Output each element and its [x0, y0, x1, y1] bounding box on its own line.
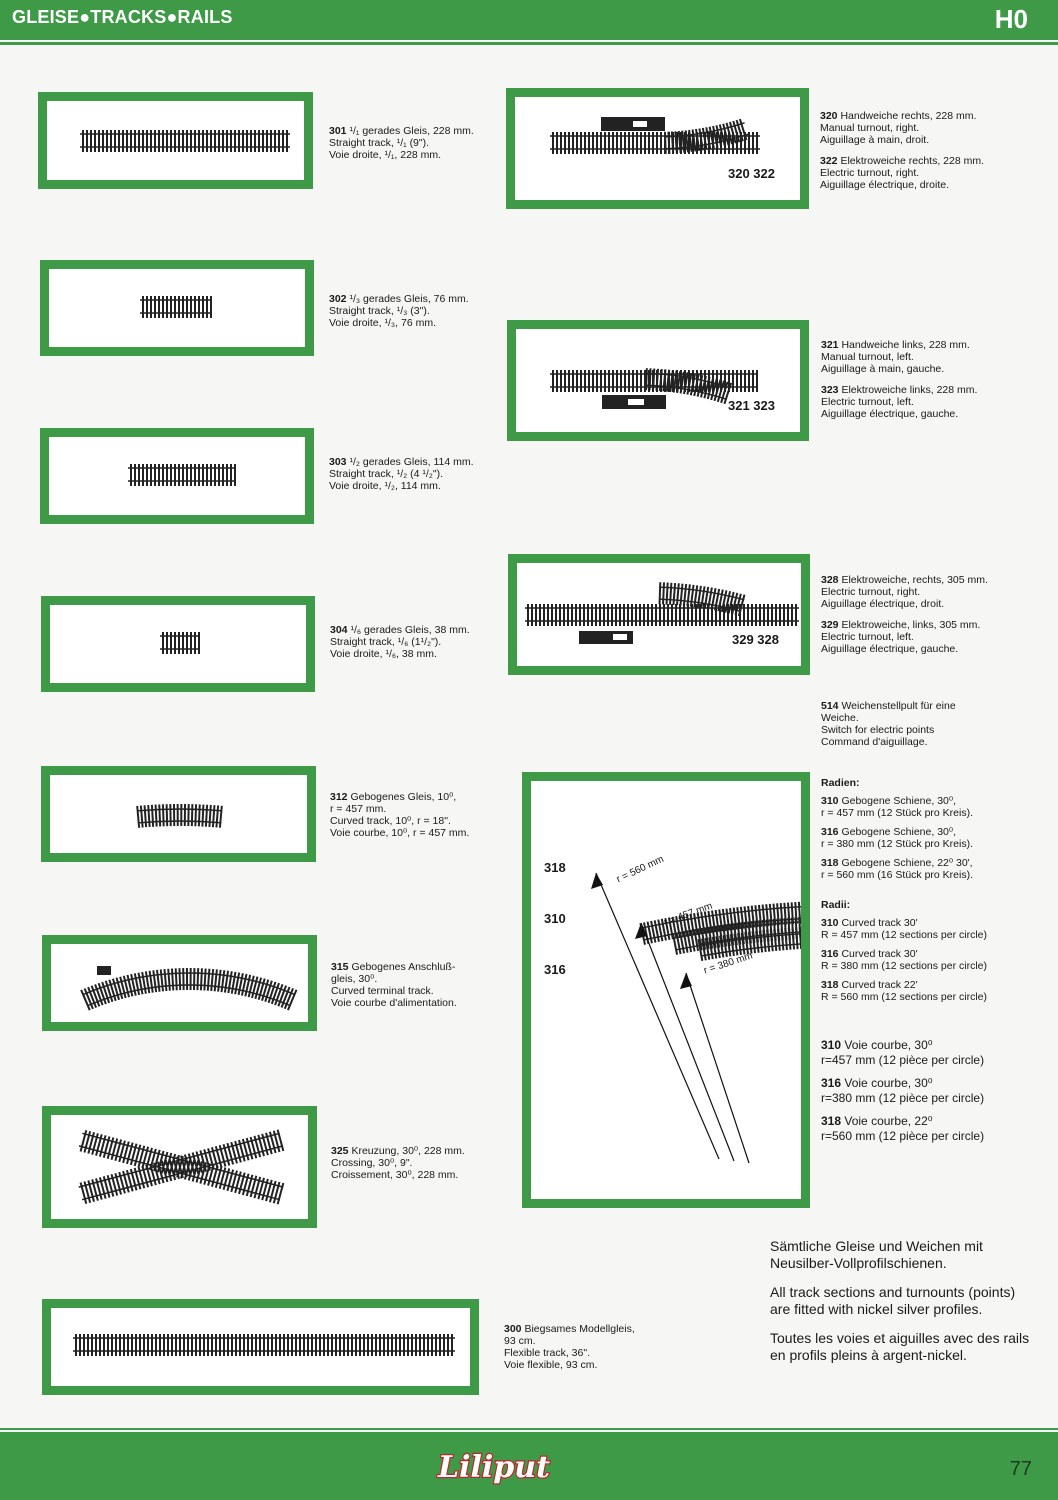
track-box-303 — [40, 428, 314, 524]
header-title: GLEISE●TRACKS●RAILS — [12, 7, 233, 27]
crossing-track-icon — [78, 1129, 285, 1205]
turnout-right-icon — [550, 117, 760, 154]
item-300-text: 300 Biegsames Modellgleis, 93 cm.Flexibl… — [504, 1323, 635, 1371]
curved-track-icon — [136, 803, 223, 828]
item-312-text: 312 Gebogenes Gleis, 10⁰, r = 457 mm.Cur… — [330, 791, 470, 839]
straight-track-icon — [128, 464, 236, 486]
turnout-box-329-328: 329 328 — [508, 554, 810, 675]
turnout-box-320-322: 320 322 — [506, 88, 809, 209]
item-315-text: 315 Gebogenes Anschluß- gleis, 30⁰.Curve… — [331, 961, 457, 1009]
track-box-300 — [42, 1299, 479, 1395]
liliput-logo: Liliput — [436, 1449, 551, 1486]
switch-514-text: 514 Weichenstellpult für eine Weiche.Swi… — [821, 700, 956, 748]
track-box-302 — [40, 260, 314, 356]
svg-text:Liliput: Liliput — [437, 1450, 550, 1485]
item-325-text: 325 Kreuzung, 30⁰, 228 mm. Crossing, 30⁰… — [331, 1145, 465, 1181]
note-german: Sämtliche Gleise und Weichen mit Neusilb… — [770, 1238, 983, 1271]
straight-track-icon — [80, 130, 290, 152]
header-bar — [0, 0, 1058, 40]
header-rule — [0, 42, 1058, 45]
radius-label-316: 316 — [544, 962, 566, 977]
track-box-315 — [42, 935, 317, 1031]
flexible-track-icon — [73, 1334, 455, 1356]
turnout-320-322-text: 320 Handweiche rechts, 228 mm. Manual tu… — [820, 110, 985, 191]
note-english: All track sections and turnounts (points… — [770, 1284, 1016, 1317]
radius-label-318: 318 — [544, 860, 566, 875]
radii-diagram — [591, 872, 801, 1164]
curved-terminal-track-icon — [80, 966, 298, 1011]
radii-diagram-box: 318 310 316 r = 560 mm r = 457 mm r = 38… — [522, 772, 810, 1208]
footer-bar — [0, 1432, 1058, 1500]
track-box-312 — [41, 766, 316, 862]
turnout-long-icon — [525, 582, 799, 644]
radii-english: Radii: 310 Curved track 30'R = 457 mm (1… — [821, 899, 988, 1003]
page-number: 77 — [1009, 1458, 1032, 1480]
radii-german: Radien: 310 Gebogene Schiene, 30⁰,r = 45… — [821, 777, 974, 881]
item-302-text: 302 ¹/₃ gerades Gleis, 76 mm. Straight t… — [329, 293, 469, 329]
straight-track-icon — [140, 296, 212, 318]
box-label: 320 322 — [728, 166, 775, 181]
radius-label-310: 310 — [544, 911, 566, 926]
track-box-304 — [41, 596, 315, 692]
footer-rule — [0, 1428, 1058, 1430]
track-box-301 — [38, 92, 313, 189]
item-304-text: 304 ¹/₆ gerades Gleis, 38 mm. Straight t… — [330, 624, 470, 660]
turnout-321-323-text: 321 Handweiche links, 228 mm. Manual tur… — [821, 339, 978, 420]
track-box-325 — [42, 1106, 317, 1228]
scale-label: H0 — [994, 4, 1028, 34]
turnout-328-329-text: 328 Elektroweiche, rechts, 305 mm. Elect… — [821, 574, 988, 655]
box-label: 329 328 — [732, 632, 779, 647]
turnout-left-icon — [550, 368, 758, 409]
turnout-box-321-323: 321 323 — [507, 320, 809, 441]
material-note: Sämtliche Gleise und Weichen mit Neusilb… — [770, 1238, 1030, 1376]
box-label: 321 323 — [728, 398, 775, 413]
straight-track-icon — [160, 632, 200, 654]
item-303-text: 303 ¹/₂ gerades Gleis, 114 mm. Straight … — [329, 456, 474, 492]
item-301-text: 301 ¹/₁ gerades Gleis, 228 mm. Straight … — [329, 125, 474, 161]
note-french: Toutes les voies et aiguilles avec des r… — [770, 1330, 1030, 1363]
